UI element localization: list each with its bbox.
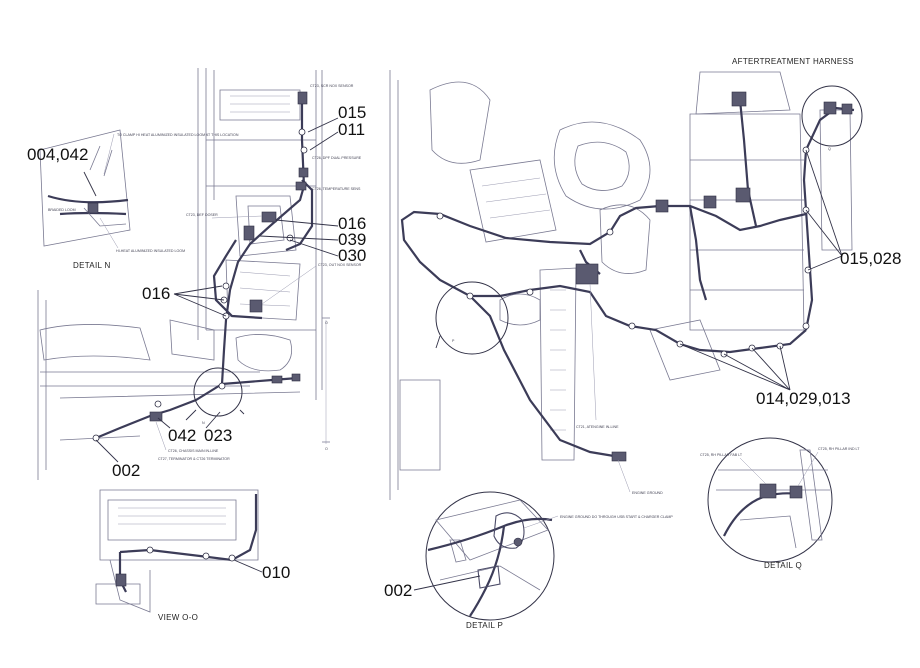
callout-004-042: 004,042 — [27, 145, 88, 164]
callout-039: 039 — [338, 230, 366, 249]
callout-023: 023 — [204, 426, 232, 445]
callout-011: 011 — [338, 120, 365, 139]
note-braided-loom: BRAIDED LOOM — [48, 208, 76, 212]
callout-016-a: 016 — [338, 214, 366, 233]
callout-002-a: 002 — [112, 461, 140, 480]
callout-010: 010 — [262, 563, 290, 582]
callout-015: 015 — [338, 103, 366, 122]
note-scr-nox: CT23, SCR NOX SENSOR — [310, 84, 354, 88]
mark-o-top: O — [325, 321, 328, 325]
detail-q-title: DETAIL Q — [764, 561, 802, 570]
temp-sens-connector — [295, 181, 307, 191]
callout-015-028: 015,028 — [840, 249, 901, 268]
note-temp-sens: CT26, TEMPERATURE SENS — [312, 187, 361, 191]
note-def-doser: CT23, DEF DOSER — [186, 213, 218, 217]
engine-ground-terminal — [611, 451, 627, 462]
detail-n-title: DETAIL N — [73, 261, 111, 270]
def-doser-connector — [261, 211, 277, 223]
mark-o-bottom: O — [325, 447, 328, 451]
note-terminator: CT27, TERMINATOR & CT26 TERMINATOR — [158, 457, 230, 461]
note-rh-pillar-ind: CT25, RH PILLAR IND LT — [818, 447, 860, 451]
chassis-inline-connector — [149, 411, 163, 422]
note-atengine: CT21, ATENGINE IN-LINE — [576, 425, 619, 429]
harness-junction — [243, 225, 255, 241]
center-harness-view: O O N — [37, 68, 366, 480]
mark-n: N — [202, 421, 205, 425]
callout-042: 042 — [168, 426, 196, 445]
braided-loom-clamp — [87, 202, 99, 214]
note-rh-pillar-fab: CT25, RH PILLAR FAB LT — [700, 453, 743, 457]
note-clamp-heat: TO CLAMP HI HEAT ALUMINIZED INSULATED LO… — [117, 133, 239, 137]
detail-p-title: DETAIL P — [466, 621, 503, 630]
dpf-dual-connector — [298, 167, 309, 178]
scr-nox-connector — [297, 91, 308, 105]
detail-q-marker — [801, 85, 863, 147]
out-nox-connector — [249, 299, 263, 313]
view-oo-title: VIEW O-O — [158, 613, 198, 622]
note-dpf-dual: CT26, DPF DUAL PRESSURE — [312, 156, 362, 160]
detail-p: 002 ENGINE GROUND DO THROUGH USB START &… — [384, 491, 673, 630]
note-chassis: CT26, CHASSIS MAIN IN-LINE — [168, 449, 219, 453]
rh-pillar-fab-connector — [759, 483, 777, 499]
mark-p: P — [452, 339, 455, 343]
note-ground-clamp: ENGINE GROUND DO THROUGH USB START & CHA… — [560, 515, 673, 519]
atengine-inline-connector — [575, 263, 599, 285]
aftertreatment-title: AFTERTREATMENT HARNESS — [732, 57, 854, 66]
detail-n: 004,042 TO CLAMP HI HEAT ALUMINIZED INSU… — [27, 129, 239, 270]
mark-q: Q — [828, 147, 831, 151]
aftertreatment-view: P Q AFTERTREATMENT HARNESS 015,028 014,0… — [389, 57, 901, 500]
callout-002-b: 002 — [384, 581, 412, 600]
callout-030: 030 — [338, 246, 366, 265]
callout-014-029-013: 014,029,013 — [756, 389, 851, 408]
note-engine-ground: ENGINE GROUND — [632, 491, 663, 495]
rh-pillar-ind-connector — [789, 485, 803, 499]
note-out-nox: CT23, OUT NOX SENSOR — [318, 263, 362, 267]
view-oo-connector — [115, 573, 127, 587]
detail-p-marker — [435, 281, 509, 355]
view-oo: 010 VIEW O-O — [95, 489, 290, 622]
ground-clamp-loop — [493, 512, 525, 549]
detail-q: CT25, RH PILLAR FAB LT CT25, RH PILLAR I… — [700, 437, 860, 570]
note-hiheat-loom: HI-HEAT ALUMINIZED INSULATED LOOM — [116, 249, 185, 253]
callout-016-b: 016 — [142, 284, 170, 303]
detail-n-marker — [193, 367, 243, 417]
